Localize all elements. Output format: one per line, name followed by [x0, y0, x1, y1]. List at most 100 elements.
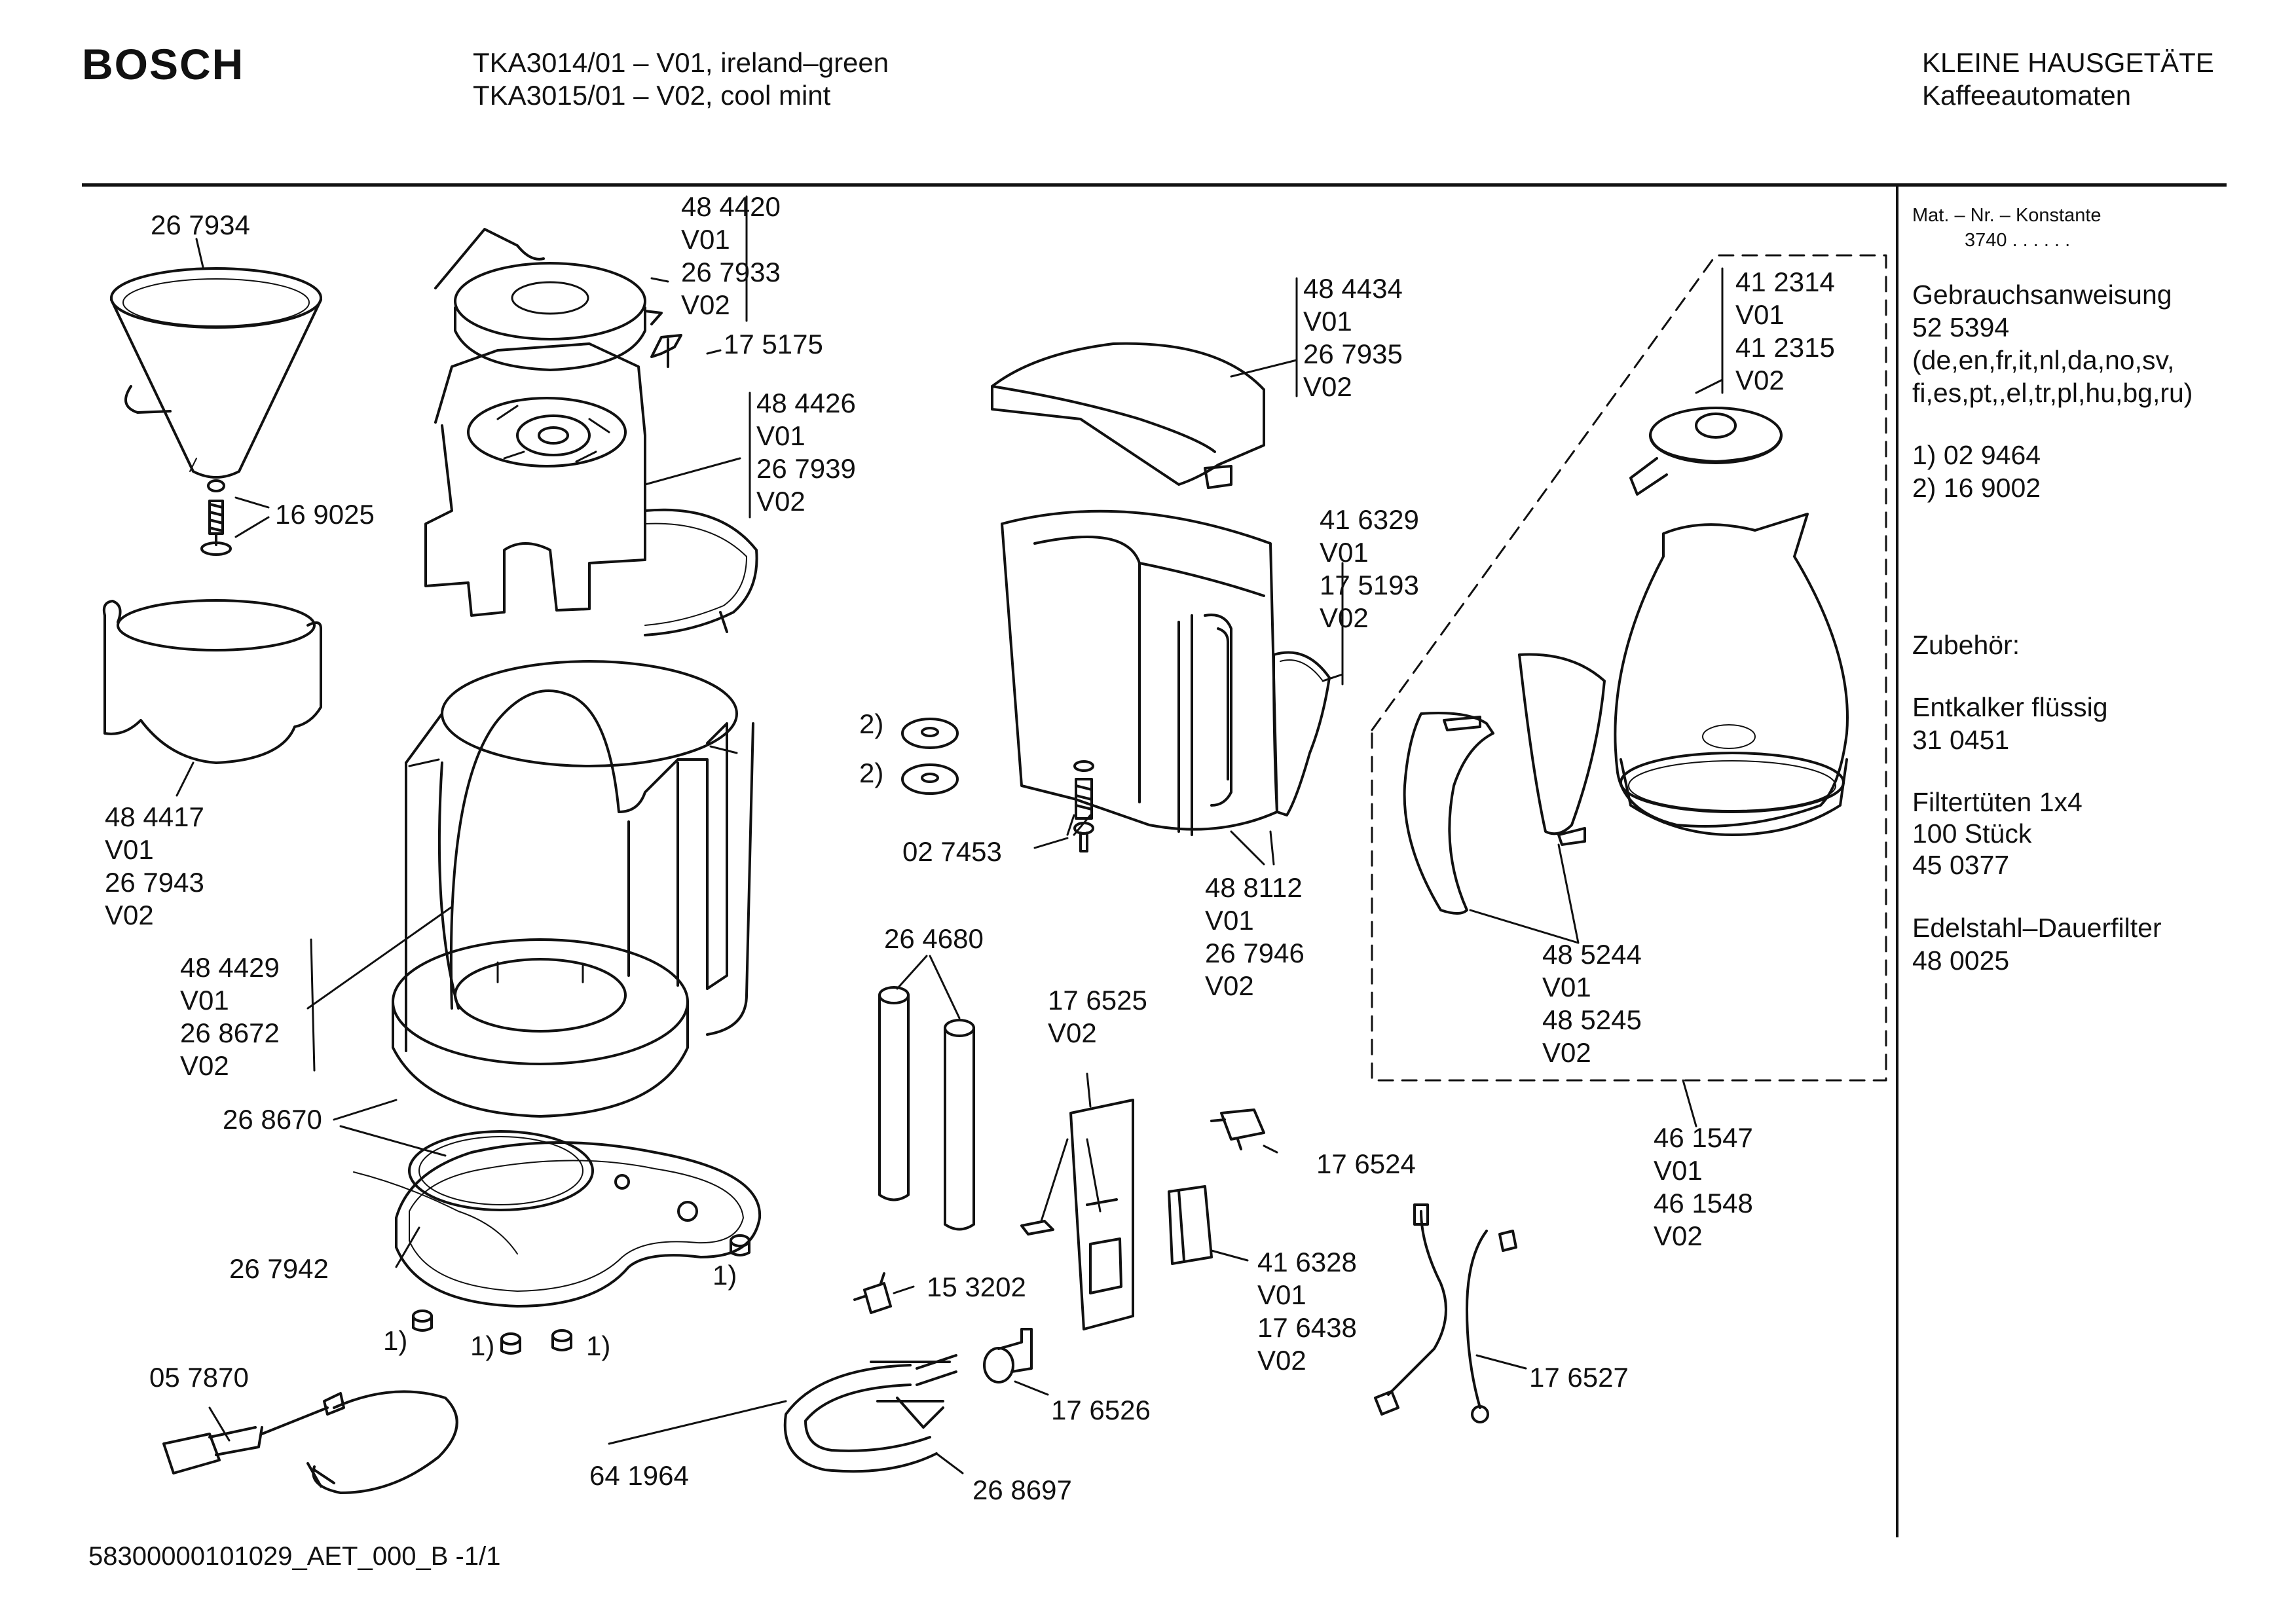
label-416328-l3: 17 6438 — [1257, 1312, 1357, 1343]
label-641964: 64 1964 — [589, 1460, 689, 1491]
label-note2-a: 2) — [859, 708, 883, 739]
label-484420-l4: V02 — [681, 289, 730, 320]
thermal-switch-part — [853, 1272, 892, 1314]
label-169025: 16 9025 — [275, 499, 375, 530]
label-484420-l1: 48 4420 — [681, 191, 781, 222]
label-412314-l3: 41 2315 — [1735, 332, 1835, 363]
carafe-part — [1614, 513, 1849, 836]
label-175175: 17 5175 — [724, 329, 823, 359]
mat-label: Mat. – Nr. – Konstante — [1912, 205, 2102, 226]
label-484420-l3: 26 7933 — [681, 257, 781, 287]
label-488112-l3: 26 7946 — [1205, 938, 1305, 968]
label-485244-l4: V02 — [1542, 1037, 1591, 1068]
label-176525-l1: 17 6525 — [1048, 985, 1147, 1016]
acc-2-qty: 100 Stück — [1912, 818, 2032, 849]
label-488112-l4: V02 — [1205, 970, 1254, 1001]
tank-handle-part — [1272, 651, 1331, 816]
label-461547-l4: V02 — [1654, 1220, 1703, 1251]
model-line-2: TKA3015/01 – V02, cool mint — [473, 80, 831, 111]
model-line-1: TKA3014/01 – V01, ireland–green — [473, 47, 889, 78]
label-485244-l1: 48 5244 — [1542, 939, 1642, 970]
manual-title: Gebrauchsanweisung — [1912, 280, 2172, 310]
manual-number: 52 5394 — [1912, 312, 2010, 342]
label-416328-l1: 41 6328 — [1257, 1247, 1357, 1277]
elbow-connector-part — [983, 1328, 1033, 1383]
label-416328-l4: V02 — [1257, 1345, 1306, 1376]
label-176524: 17 6524 — [1316, 1148, 1416, 1179]
label-484429-l2: V01 — [180, 985, 229, 1016]
filter-holder-part — [102, 599, 322, 764]
carafe-lid-part — [1629, 407, 1783, 496]
label-484417-l1: 48 4417 — [105, 801, 204, 832]
label-416329-l2: V01 — [1320, 537, 1369, 568]
filter-cone-part — [110, 267, 322, 479]
label-027453: 02 7453 — [902, 836, 1002, 867]
carafe-group-box — [1371, 254, 1887, 1082]
label-412314-l4: V02 — [1735, 365, 1785, 395]
category-line-2: Kaffeeautomaten — [1922, 80, 2132, 111]
switch-part — [1168, 1185, 1213, 1265]
header-rule — [82, 183, 2227, 187]
label-461547-l3: 46 1548 — [1654, 1188, 1753, 1218]
label-176525-l2: V02 — [1048, 1017, 1097, 1048]
label-268697: 26 8697 — [972, 1475, 1072, 1505]
label-153202: 15 3202 — [927, 1272, 1026, 1302]
label-412314-l1: 41 2314 — [1735, 266, 1835, 297]
note-1: 1) 02 9464 — [1912, 440, 2041, 470]
switch-cover-part — [1020, 1099, 1134, 1330]
label-484420-l2: V01 — [681, 224, 730, 255]
valve-part — [1073, 760, 1094, 852]
label-484429-l4: V02 — [180, 1050, 229, 1081]
heater-element-part — [783, 1354, 957, 1473]
label-484434-l4: V02 — [1303, 371, 1352, 402]
acc-3-number-placeholder: 45 0377 — [1912, 850, 2010, 880]
label-484434-l2: V01 — [1303, 306, 1352, 337]
leader-lines — [176, 195, 1724, 1475]
sidebar-divider — [1896, 185, 1898, 1537]
water-tank-part — [1001, 509, 1278, 836]
label-461547-l1: 46 1547 — [1654, 1122, 1753, 1153]
lid-part — [434, 228, 663, 371]
label-268670: 26 8670 — [223, 1104, 322, 1135]
acc-1-name: Entkalker flüssig — [1912, 692, 2108, 722]
label-484417-l4: V02 — [105, 900, 154, 930]
carafe-handle-part — [1403, 653, 1606, 915]
upper-housing-part — [424, 342, 646, 617]
label-484429-l1: 48 4429 — [180, 952, 280, 983]
label-461547-l2: V01 — [1654, 1155, 1703, 1186]
plate-seal-part — [408, 1130, 594, 1211]
acc-2-name: Filtertüten 1x4 — [1912, 787, 2083, 817]
wiring-part — [1374, 1203, 1517, 1423]
clip-part — [1210, 1108, 1265, 1150]
label-note1-a: 1) — [383, 1325, 407, 1356]
label-484417-l2: V01 — [105, 834, 154, 865]
acc-3-number: 48 0025 — [1912, 945, 2010, 976]
label-485244-l2: V01 — [1542, 972, 1591, 1002]
part-labels: 26 7934 16 9025 48 4417 V01 26 7943 V02 … — [105, 191, 1835, 1505]
label-484434-l1: 48 4434 — [1303, 273, 1403, 304]
label-484434-l3: 26 7935 — [1303, 339, 1403, 369]
mat-value: 3740 . . . . . . — [1965, 230, 2071, 251]
label-267942: 26 7942 — [229, 1253, 329, 1284]
label-485244-l3: 48 5245 — [1542, 1004, 1642, 1035]
drip-valve-part — [200, 479, 232, 556]
category-line-1: KLEINE HAUSGETÄTE — [1922, 47, 2214, 78]
label-note2-b: 2) — [859, 758, 883, 788]
label-484426-l2: V01 — [756, 420, 805, 451]
label-488112-l1: 48 8112 — [1205, 872, 1303, 903]
tank-lid-part — [991, 342, 1265, 489]
footer-doc-id: 58300000101029_AET_000_B -1/1 — [88, 1542, 501, 1571]
label-264680: 26 4680 — [884, 923, 984, 954]
accessories-title: Zubehör: — [1912, 630, 2020, 660]
base-plate-part — [353, 1141, 762, 1308]
base-collar-part — [392, 938, 689, 1118]
manual-languages-1: (de,en,fr,it,nl,da,no,sv, — [1912, 345, 2175, 375]
screw-part — [650, 334, 682, 358]
label-057870: 05 7870 — [149, 1362, 249, 1393]
seals-part — [901, 718, 959, 795]
label-416328-l2: V01 — [1257, 1279, 1306, 1310]
label-416329-l4: V02 — [1320, 602, 1369, 633]
acc-1-number: 31 0451 — [1912, 725, 2010, 755]
label-488112-l2: V01 — [1205, 905, 1254, 936]
